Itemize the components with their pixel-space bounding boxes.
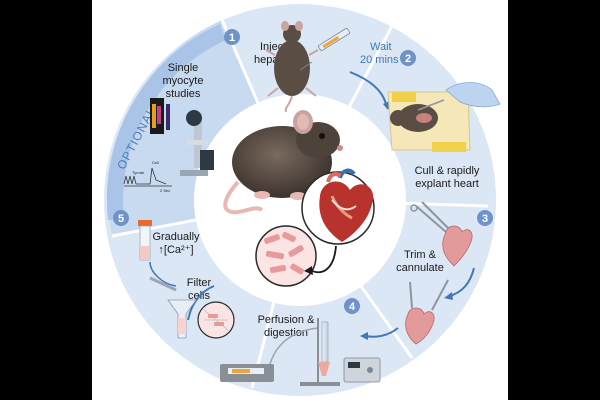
pipette-icon [149, 276, 177, 292]
step2-line2: 20 mins [360, 54, 399, 66]
step-badge-3 [477, 210, 493, 226]
step3-line2: cannulate [396, 262, 444, 274]
step2-line1: Wait [370, 41, 392, 53]
syringe-icon [299, 27, 351, 71]
trace-tyrode-label: Tyrode [132, 170, 145, 175]
calcium-trace-plot: Tyrode Cell 2 Sec [123, 160, 172, 193]
step-badges: 1 2 3 4 5 [113, 29, 493, 314]
left-bar [0, 0, 92, 400]
step-badge-4 [344, 298, 360, 314]
heart-magnifier [301, 168, 375, 245]
step-number-1: 1 [229, 32, 235, 44]
scissors-icon [410, 201, 449, 233]
myocytes-magnifier [255, 225, 317, 287]
cells-arrow [309, 245, 337, 274]
perfusion-tube [269, 327, 319, 365]
right-bar [508, 0, 600, 400]
filter-funnel-icon [167, 299, 197, 339]
single-line3: studies [166, 88, 201, 100]
controller-box-icon [343, 357, 381, 383]
step4-line1: Perfusion & [258, 314, 316, 326]
step5-arrow-in [187, 285, 215, 321]
cells-arrowhead [304, 266, 313, 275]
filter-magnifier [197, 301, 235, 339]
step5-arrow-out [149, 261, 177, 287]
mouse-illustration [223, 110, 343, 215]
step-number-4: 4 [349, 301, 356, 313]
mouse-on-board-illustration [387, 91, 471, 152]
step-number-3: 3 [482, 213, 488, 225]
step3-line1: Trim & [404, 249, 437, 261]
step-number-2: 2 [405, 53, 411, 65]
trace-time-label: 2 Sec [160, 188, 170, 193]
step-badge-2 [400, 50, 416, 66]
cannulation-illustration [405, 279, 449, 345]
step4-arrow [365, 327, 399, 338]
gradually-line1: Gradually [152, 231, 200, 243]
step4-line2: digestion [264, 327, 308, 339]
optional-band [106, 24, 226, 220]
step4-arrowhead [360, 332, 368, 340]
step5-line1: Filter [187, 277, 212, 289]
calcium-image-inset [150, 98, 170, 134]
step-badge-1 [224, 29, 240, 45]
microscope-icon [180, 110, 214, 176]
step-badge-5 [113, 210, 129, 226]
gradually-line2: ↑[Ca²⁺] [158, 244, 193, 256]
wait-arrow [349, 71, 387, 105]
step3-arrow [449, 267, 475, 297]
falcon-tube-icon [138, 220, 152, 261]
step3-arrowhead [444, 292, 453, 300]
mouse-topview-illustration [265, 21, 319, 113]
cull-line2: explant heart [415, 178, 479, 190]
syringe-pump-icon [220, 364, 274, 382]
step-number-5: 5 [118, 213, 124, 225]
explanted-heart-icon [442, 225, 473, 267]
gloved-hand-icon [417, 82, 501, 111]
single-line1: Single [168, 62, 199, 74]
single-line2: myocyte [163, 75, 204, 87]
cull-line1: Cull & rapidly [415, 165, 480, 177]
perfusion-column-icon [300, 318, 340, 386]
trace-cell-label: Cell [152, 160, 159, 165]
